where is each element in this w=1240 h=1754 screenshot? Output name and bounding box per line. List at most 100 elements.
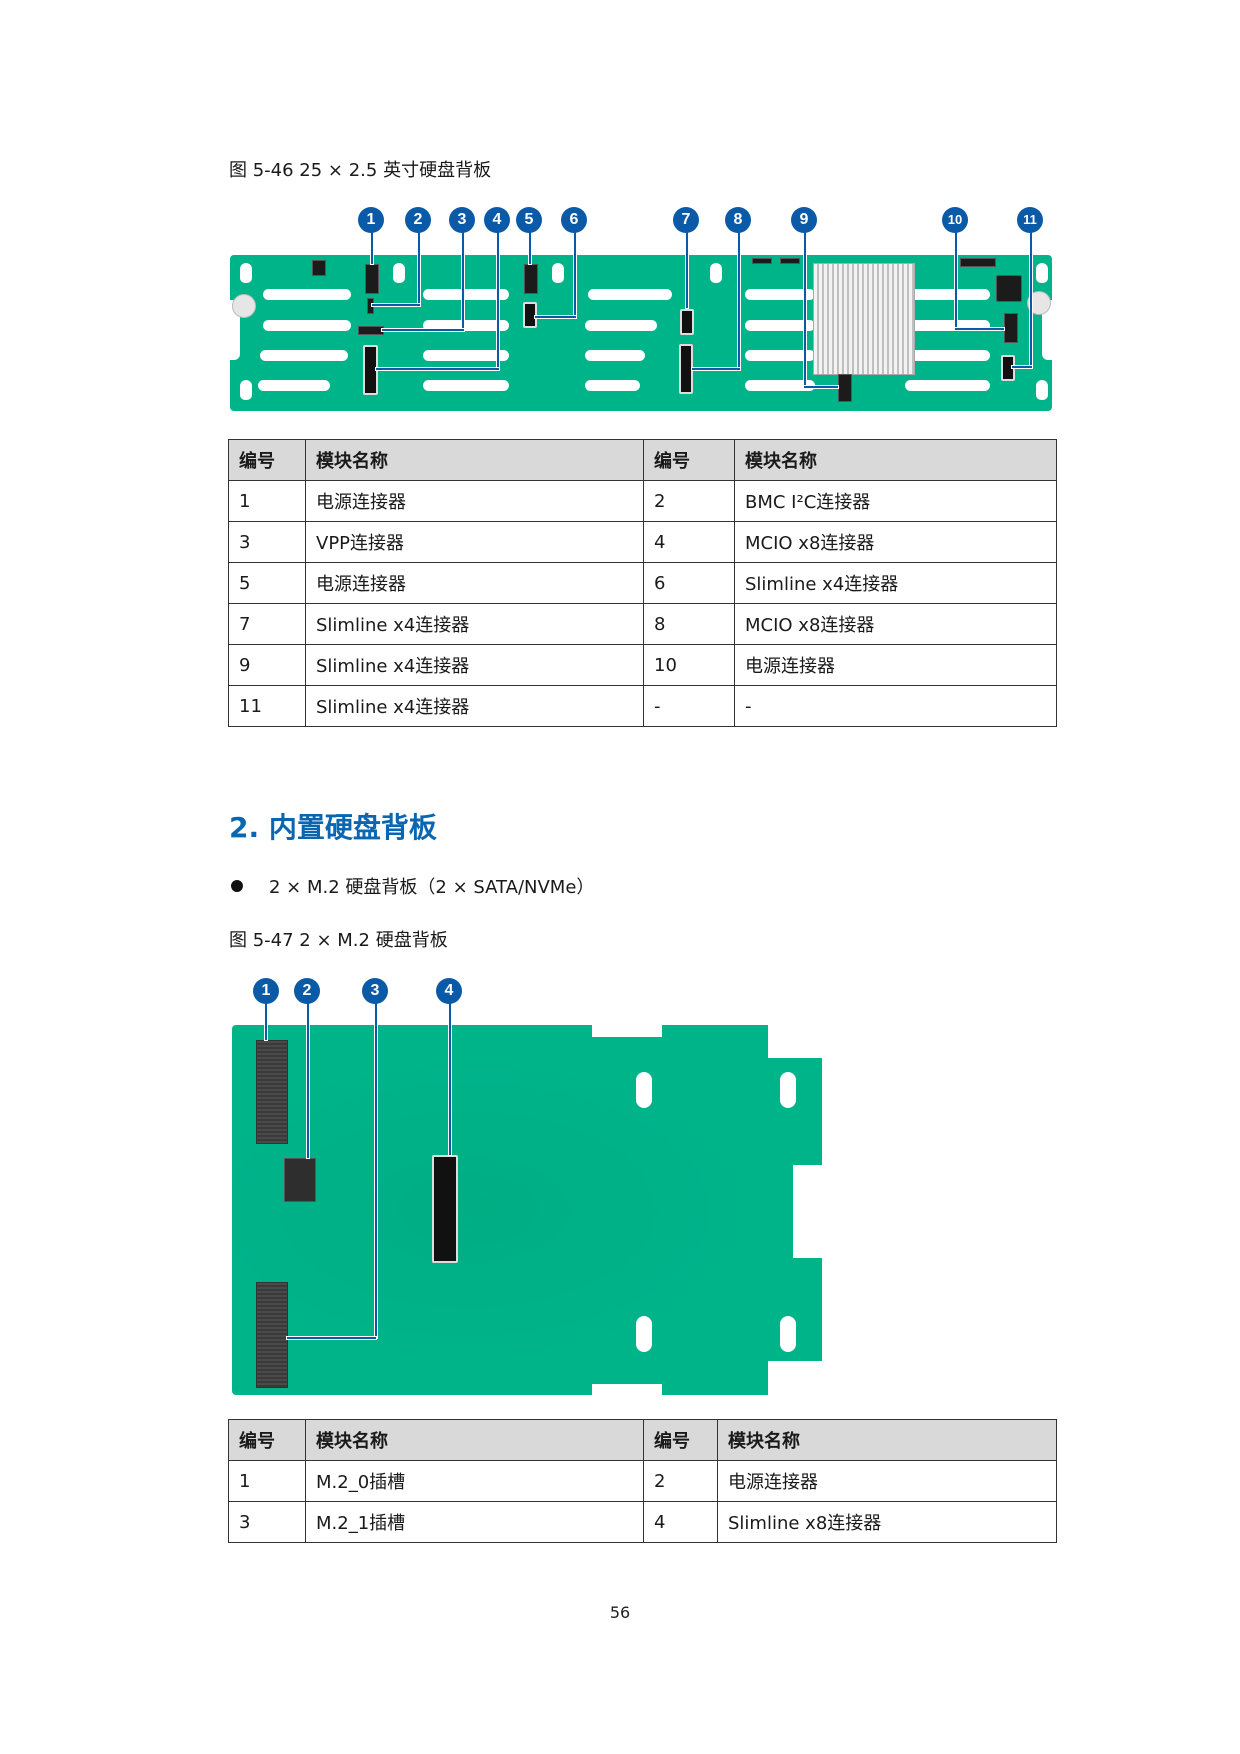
vent-slot (745, 380, 815, 391)
cell-module-name: - (734, 685, 1057, 727)
leader-line-2 (307, 1002, 309, 1158)
callout-6: 6 (561, 207, 587, 233)
header-number: 编号 (228, 439, 306, 481)
figure-5-47-m2-backplane-diagram: 1 2 3 4 (0, 960, 1240, 1400)
board-cutout-top (592, 1025, 662, 1037)
power-connector (284, 1158, 316, 1202)
cell-module-name: 电源连接器 (305, 480, 644, 522)
vent-slot (585, 350, 645, 361)
figure-5-46-backplane-diagram: 1 2 3 4 5 6 7 8 9 10 11 (0, 0, 1240, 420)
callout-4: 4 (436, 978, 462, 1004)
table-row: 1 电源连接器 2 BMC I²C连接器 (228, 480, 1057, 522)
cell-number: 10 (643, 644, 735, 686)
cell-number: 5 (228, 562, 306, 604)
header-module-name: 模块名称 (305, 1419, 644, 1461)
connector-6-slimline-x4 (523, 302, 537, 328)
leader-line-5 (529, 232, 531, 264)
keyhole (1036, 263, 1048, 283)
screw (232, 294, 256, 318)
keyhole (1036, 380, 1048, 400)
connector-7-slimline-x4 (680, 309, 694, 335)
pin-header (960, 258, 996, 267)
table-row: 7 Slimline x4连接器 8 MCIO x8连接器 (228, 603, 1057, 645)
vent-slot (588, 289, 672, 300)
m2-backplane-pcb (232, 1025, 822, 1395)
callout-7: 7 (673, 207, 699, 233)
pin-header (780, 258, 800, 264)
vent-slot (910, 350, 990, 361)
keyhole (552, 263, 564, 283)
vent-slot (260, 350, 348, 361)
cell-number: 6 (643, 562, 735, 604)
cell-number: - (643, 685, 735, 727)
leader-line-1 (371, 232, 373, 264)
header-number: 编号 (643, 1419, 718, 1461)
cell-module-name: 电源连接器 (734, 644, 1057, 686)
cell-module-name: M.2_0插槽 (305, 1460, 644, 1502)
small-header (312, 260, 326, 276)
mount-hole (780, 1316, 796, 1352)
connector-1-power (365, 264, 379, 294)
callout-10: 10 (942, 207, 968, 233)
mount-hole (636, 1316, 652, 1352)
board-cutout-corner (768, 1025, 822, 1058)
cell-number: 11 (228, 685, 306, 727)
leader-line-6-h (535, 316, 576, 318)
table-5-46-modules: 编号 模块名称 编号 模块名称 1 电源连接器 2 BMC I²C连接器 3 V… (228, 439, 1057, 727)
callout-9: 9 (791, 207, 817, 233)
m2-0-slot (256, 1040, 288, 1144)
vent-slot (910, 289, 990, 300)
cell-number: 2 (643, 480, 735, 522)
callout-3: 3 (449, 207, 475, 233)
cell-number: 4 (643, 521, 735, 563)
header-module-name: 模块名称 (734, 439, 1057, 481)
cell-module-name: Slimline x4连接器 (305, 603, 644, 645)
leader-line-3 (462, 232, 464, 330)
callout-8: 8 (725, 207, 751, 233)
leader-line-1 (265, 1002, 267, 1040)
callout-1: 1 (253, 978, 279, 1004)
callout-11: 11 (1017, 207, 1043, 233)
leader-line-6 (574, 232, 576, 318)
leader-line-3 (375, 1002, 377, 1338)
vent-slot (263, 289, 351, 300)
table-row: 5 电源连接器 6 Slimline x4连接器 (228, 562, 1057, 604)
callout-2: 2 (405, 207, 431, 233)
keyhole (240, 263, 252, 283)
vent-slot (905, 380, 990, 391)
vent-slot (423, 380, 509, 391)
chip (996, 275, 1022, 302)
slimline-x8-connector (432, 1155, 458, 1263)
board-cutout-corner (768, 1361, 822, 1396)
cell-module-name: 电源连接器 (305, 562, 644, 604)
cell-number: 9 (228, 644, 306, 686)
board-notch-right (1042, 300, 1052, 360)
bullet-icon (231, 880, 243, 892)
cell-number: 1 (228, 1460, 306, 1502)
table-header-row: 编号 模块名称 编号 模块名称 (228, 439, 1057, 481)
pin-header (752, 258, 772, 264)
cell-module-name: MCIO x8连接器 (734, 521, 1057, 563)
header-module-name: 模块名称 (717, 1419, 1057, 1461)
leader-line-9 (804, 232, 806, 388)
vent-slot (910, 320, 990, 331)
leader-line-8-h (692, 368, 740, 370)
connector-5-power (524, 264, 538, 294)
vent-slot (423, 350, 509, 361)
leader-line-10-h (955, 328, 1004, 330)
board-cutout-bottom (592, 1384, 662, 1396)
vent-slot (585, 380, 640, 391)
leader-line-2-h (372, 304, 420, 306)
m2-1-slot (256, 1282, 288, 1388)
vent-slot (423, 320, 509, 331)
callout-2: 2 (294, 978, 320, 1004)
header-module-name: 模块名称 (305, 439, 644, 481)
leader-line-4-h (376, 368, 499, 370)
callout-3: 3 (362, 978, 388, 1004)
callout-1: 1 (358, 207, 384, 233)
leader-line-4 (497, 232, 499, 368)
cell-number: 8 (643, 603, 735, 645)
vent-slot (258, 380, 330, 391)
cell-module-name: M.2_1插槽 (305, 1501, 644, 1543)
connector-3-vpp (358, 326, 384, 335)
